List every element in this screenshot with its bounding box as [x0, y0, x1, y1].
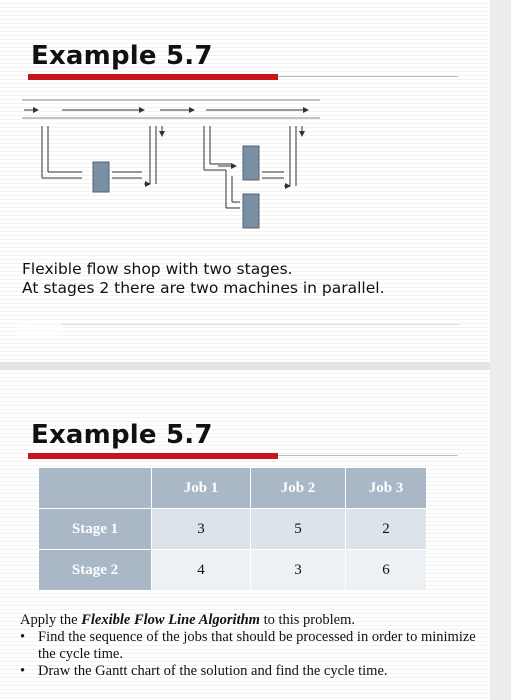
machine-stage1 [92, 161, 110, 193]
intro-line: Apply the Flexible Flow Line Algorithm t… [20, 612, 480, 629]
table-cell: 5 [250, 508, 346, 550]
slide-1-footer-rule [30, 324, 460, 325]
row-label: Stage 1 [38, 508, 152, 550]
table-header-cell: Job 1 [151, 467, 251, 509]
row-label: Stage 2 [38, 549, 152, 591]
slide-1-footer-ghost [14, 322, 64, 338]
intro-before: Apply the [20, 612, 82, 628]
bullet-item: • Draw the Gantt chart of the solution an… [20, 663, 480, 680]
algorithm-name: Flexible Flow Line Algorithm [81, 612, 260, 628]
table-cell: 6 [345, 549, 427, 591]
caption-line-1: Flexible flow shop with two stages. [22, 260, 293, 278]
table-cell: 4 [151, 549, 251, 591]
table-row: Stage 1 3 5 2 [38, 508, 427, 550]
diagram-caption: Flexible flow shop with two stages. At s… [22, 260, 385, 298]
intro-after: to this problem. [259, 612, 355, 628]
bullet-text: Draw the Gantt chart of the solution and… [38, 663, 388, 679]
table-cell: 3 [250, 549, 346, 591]
table-cell: 3 [151, 508, 251, 550]
table-header-cell [38, 467, 152, 509]
processing-times-table: Job 1 Job 2 Job 3 Stage 1 3 5 2 Stage 2 … [38, 467, 427, 591]
slide-1: Example 5.7 [0, 0, 490, 362]
slide-2-title: Example 5.7 [31, 420, 213, 450]
flow-shop-diagram [22, 99, 320, 229]
table-header-cell: Job 2 [250, 467, 346, 509]
bullet-dot: • [20, 629, 26, 645]
title-underline-red [28, 453, 278, 459]
table-header-row: Job 1 Job 2 Job 3 [38, 467, 427, 509]
caption-line-2: At stages 2 there are two machines in pa… [22, 279, 385, 297]
table-header-cell: Job 3 [345, 467, 427, 509]
machine-stage2-a [242, 145, 260, 181]
machine-stage2-b [242, 193, 260, 229]
bullet-item: • Find the sequence of the jobs that shou… [20, 629, 480, 663]
right-scroll-edge [490, 0, 511, 700]
table-cell: 2 [345, 508, 427, 550]
title-underline-red [28, 74, 278, 80]
table-row: Stage 2 4 3 6 [38, 549, 427, 591]
bullet-dot: • [20, 663, 26, 679]
instructions: Apply the Flexible Flow Line Algorithm t… [20, 612, 480, 680]
slide-separator [0, 362, 490, 370]
slide-1-title: Example 5.7 [31, 41, 213, 71]
bullet-text: Find the sequence of the jobs that shoul… [38, 629, 476, 662]
title-underline-gray [278, 455, 458, 456]
title-underline-gray [278, 76, 458, 77]
